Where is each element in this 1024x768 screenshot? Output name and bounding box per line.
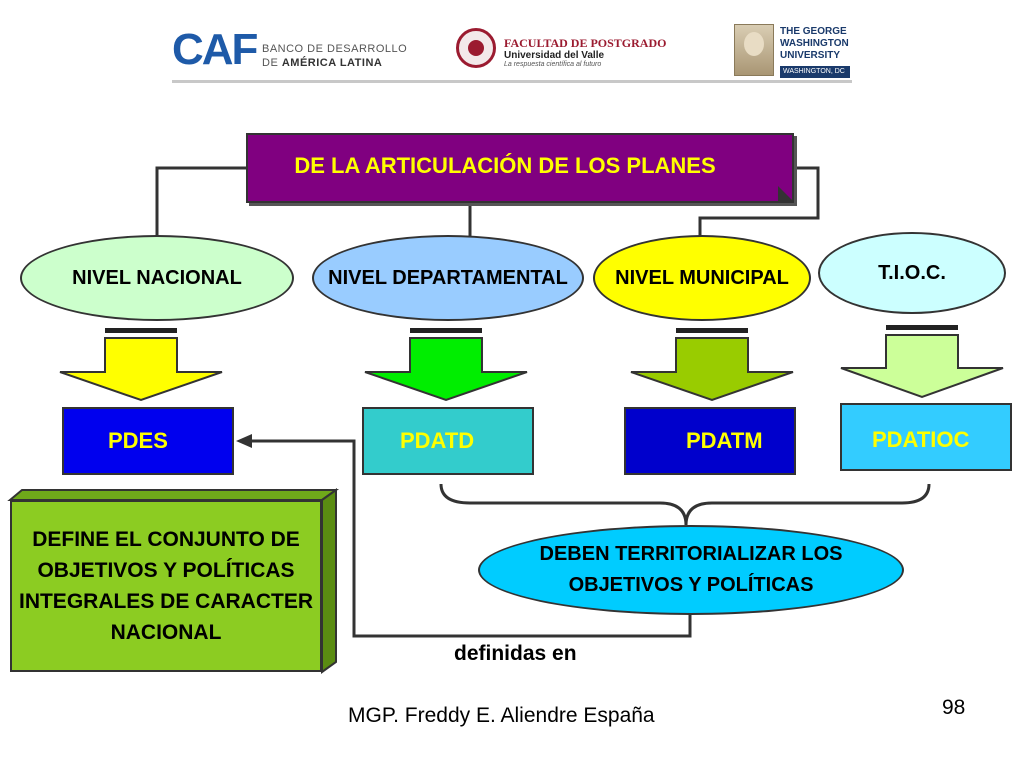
caf-logo-text: CAF: [172, 25, 258, 74]
header-divider: [172, 80, 852, 83]
plan-pdatm-label: PDATM: [686, 428, 763, 453]
connector-label: definidas en: [454, 642, 577, 665]
univalle-seal-icon: [456, 28, 496, 68]
plan-pdatd-label: PDATD: [400, 428, 475, 453]
arrow-nacional: [59, 328, 223, 402]
page-number: 98: [942, 696, 966, 719]
arrow-nacional-shape: [59, 337, 223, 402]
plan-pdatm: PDATM: [624, 407, 796, 475]
level-departamental: NIVEL DEPARTAMENTAL: [312, 235, 584, 321]
caf-caption-prefix: DE: [262, 57, 282, 69]
pdes-arrowhead: [236, 434, 252, 448]
caf-caption-line2: DE AMÉRICA LATINA: [262, 56, 407, 70]
gw-portrait-face: [744, 32, 764, 56]
plan-pdatioc-label: PDATIOC: [872, 427, 970, 452]
arrow-departamental-bar: [410, 328, 482, 333]
gw-city-label: WASHINGTON, DC: [780, 66, 850, 78]
title-to-municipal-line: [698, 166, 820, 237]
plan-pdatd: PDATD: [362, 407, 534, 475]
plan-pdes: PDES: [62, 407, 234, 475]
arrow-tioc-bar: [886, 325, 958, 330]
author-footer: MGP. Freddy E. Aliendre España: [348, 704, 655, 727]
gw-university-name: THE GEORGE WASHINGTON UNIVERSITY: [780, 26, 849, 61]
title-fold-corner: [778, 186, 794, 202]
definidas-connector-line: [246, 439, 692, 638]
caf-caption-bold: AMÉRICA LATINA: [281, 57, 383, 69]
arrow-departamental: [364, 328, 528, 402]
plan-pdes-label: PDES: [108, 428, 168, 453]
level-nacional: NIVEL NACIONAL: [20, 235, 294, 321]
arrow-municipal-shape: [630, 337, 794, 402]
arrow-departamental-shape: [364, 337, 528, 402]
level-municipal: NIVEL MUNICIPAL: [593, 235, 811, 321]
territorial-objectives-ellipse: DEBEN TERRITORIALIZAR LOS OBJETIVOS Y PO…: [478, 525, 904, 615]
arrow-municipal: [630, 328, 794, 402]
caf-logo-caption: BANCO DE DESARROLLO DE AMÉRICA LATINA: [262, 42, 407, 70]
title-to-nacional-line: [155, 166, 246, 237]
green-box-top-face: [7, 489, 340, 501]
national-objectives-box: DEFINE EL CONJUNTO DE OBJETIVOS Y POLÍTI…: [10, 500, 322, 672]
diagram-title: DE LA ARTICULACIÓN DE LOS PLANES: [246, 133, 794, 203]
univalle-seal-center: [468, 40, 484, 56]
green-box-side-face: [321, 488, 337, 674]
level-tioc: T.I.O.C.: [818, 232, 1006, 314]
univalle-tagline: La respuesta científica al futuro: [504, 61, 602, 68]
plan-pdatioc: PDATIOC: [840, 403, 1012, 471]
plans-brace: [439, 483, 931, 526]
univalle-title: FACULTAD DE POSTGRADO: [504, 36, 667, 50]
arrow-tioc: [840, 325, 1004, 399]
univalle-subtitle: Universidad del Valle: [504, 50, 605, 61]
caf-caption-line1: BANCO DE DESARROLLO: [262, 43, 408, 55]
arrow-tioc-shape: [840, 334, 1004, 399]
arrow-nacional-bar: [105, 328, 177, 333]
arrow-municipal-bar: [676, 328, 748, 333]
caf-logo: CAF: [172, 25, 258, 74]
